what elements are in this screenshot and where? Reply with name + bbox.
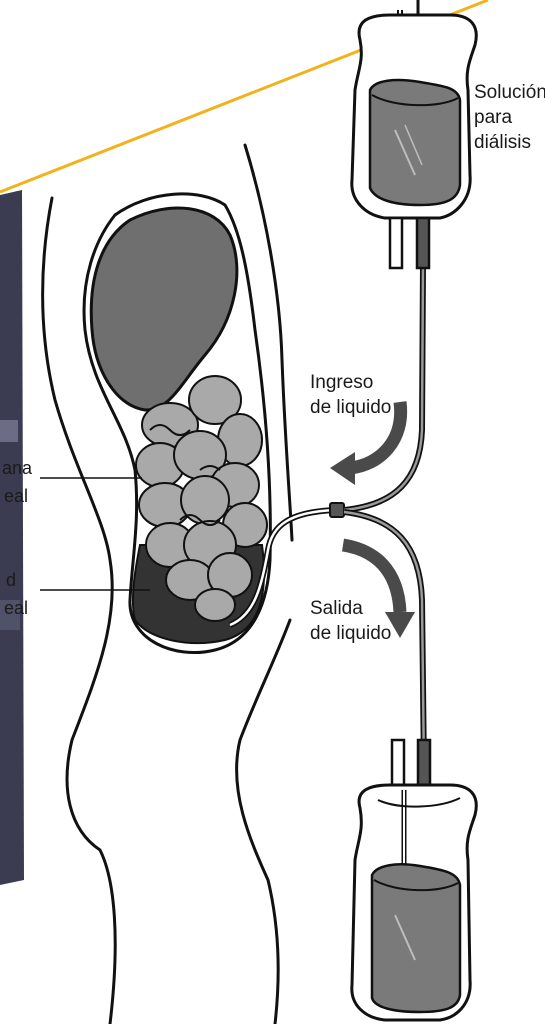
membrane-label-line1: ana	[2, 458, 33, 478]
drain-bag	[352, 740, 476, 1020]
outflow-label-line1: Salida	[310, 598, 363, 619]
left-page-strip	[0, 190, 24, 885]
outflow-label-line2: de liquido	[310, 623, 391, 644]
tube-connector	[330, 503, 344, 517]
inflow-label-line2: de liquido	[310, 397, 391, 418]
solution-label-line3: diálisis	[474, 132, 531, 153]
cavity-label-line2: eal	[4, 598, 28, 618]
solution-bag	[352, 0, 476, 268]
cavity-label-line1: d	[6, 570, 16, 590]
solution-label-line1: Solución	[474, 82, 545, 103]
solution-label-line2: para	[474, 107, 512, 128]
inflow-label-line1: Ingreso	[310, 372, 373, 393]
membrane-label-line2: eal	[4, 486, 28, 506]
